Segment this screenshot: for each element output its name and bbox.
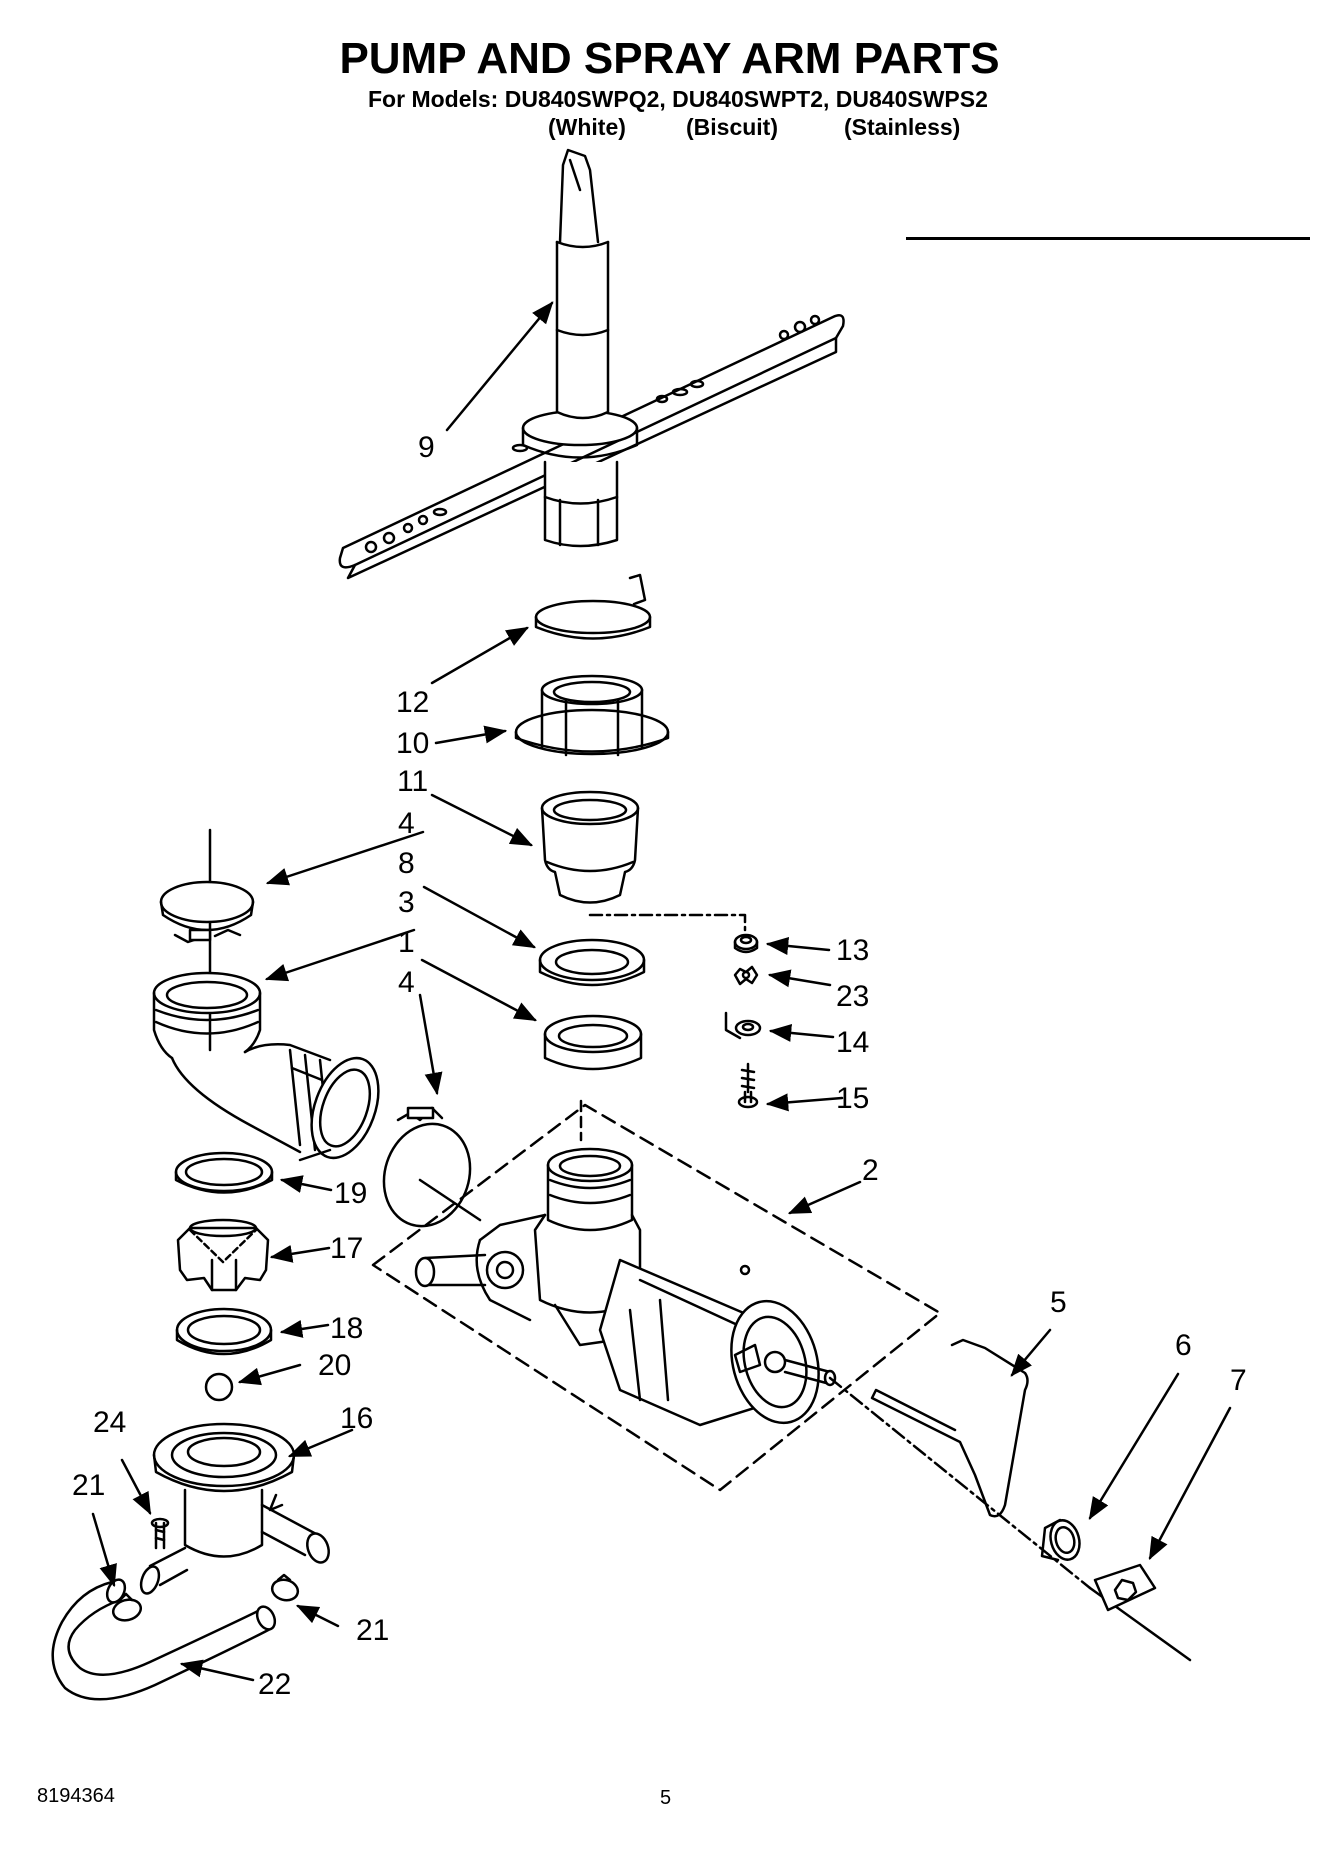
- callout-19: 19: [334, 1177, 367, 1210]
- retaining-ring: [534, 573, 652, 640]
- ring-18: [175, 1307, 273, 1356]
- callout-2: 2: [862, 1154, 879, 1187]
- drain-hose-22: [51, 1578, 277, 1701]
- callout-21-left: 21: [72, 1469, 105, 1502]
- callout-16: 16: [340, 1402, 373, 1435]
- models-line: For Models: DU840SWPQ2, DU840SWPT2, DU84…: [368, 86, 988, 112]
- variant-biscuit: (Biscuit): [686, 114, 778, 140]
- variant-stainless: (Stainless): [844, 114, 961, 140]
- callout-22: 22: [258, 1668, 291, 1701]
- callout-18: 18: [330, 1312, 363, 1345]
- callout-7: 7: [1230, 1364, 1247, 1397]
- callout-1: 1: [398, 926, 415, 959]
- gasket-7: [1093, 1563, 1157, 1612]
- leader-arrows: [91, 301, 1232, 1682]
- callout-8: 8: [398, 847, 415, 880]
- page-title: PUMP AND SPRAY ARM PARTS: [339, 34, 1000, 83]
- callout-labels: 9 12 10 11 4 8 3 1 4 13 23 14 15 2 19 17…: [72, 431, 1247, 1701]
- variant-white: (White): [548, 114, 626, 140]
- page-number: 5: [660, 1787, 672, 1809]
- callout-3: 3: [398, 886, 415, 919]
- callout-17: 17: [330, 1232, 363, 1265]
- callout-4-lower: 4: [398, 966, 415, 999]
- callout-15: 15: [836, 1082, 869, 1115]
- callout-5: 5: [1050, 1286, 1067, 1319]
- nut: [514, 674, 670, 757]
- ball-20: [204, 1372, 234, 1402]
- screw-24: [150, 1517, 170, 1550]
- callout-4-top: 4: [398, 807, 415, 840]
- callout-12: 12: [396, 686, 429, 719]
- document-number: 8194364: [37, 1785, 115, 1807]
- spray-arm: [338, 148, 845, 580]
- callout-14: 14: [836, 1026, 869, 1059]
- pump-motor-assembly: [371, 1099, 1192, 1662]
- hose-clamps-21: [111, 1573, 300, 1622]
- seal-1: [543, 1014, 643, 1071]
- callout-13: 13: [836, 934, 869, 967]
- callout-21-right: 21: [356, 1614, 389, 1647]
- ring-19: [174, 1151, 274, 1194]
- spring-wire-5: [870, 1338, 1029, 1518]
- callout-10: 10: [396, 727, 429, 760]
- seal-8: [538, 938, 646, 987]
- callout-23: 23: [836, 980, 869, 1013]
- callout-11: 11: [397, 765, 428, 798]
- small-hardware: [588, 913, 762, 1109]
- bushing-6: [1040, 1518, 1081, 1562]
- cup: [540, 790, 640, 904]
- callout-6: 6: [1175, 1329, 1192, 1362]
- callout-9: 9: [418, 431, 435, 464]
- callout-24: 24: [93, 1406, 126, 1439]
- header-rule: [906, 237, 1310, 240]
- callout-20: 20: [318, 1349, 351, 1382]
- hose-clamp-lower: [382, 1106, 482, 1228]
- filter-17: [176, 1218, 270, 1292]
- elbow-hose: [152, 971, 380, 1162]
